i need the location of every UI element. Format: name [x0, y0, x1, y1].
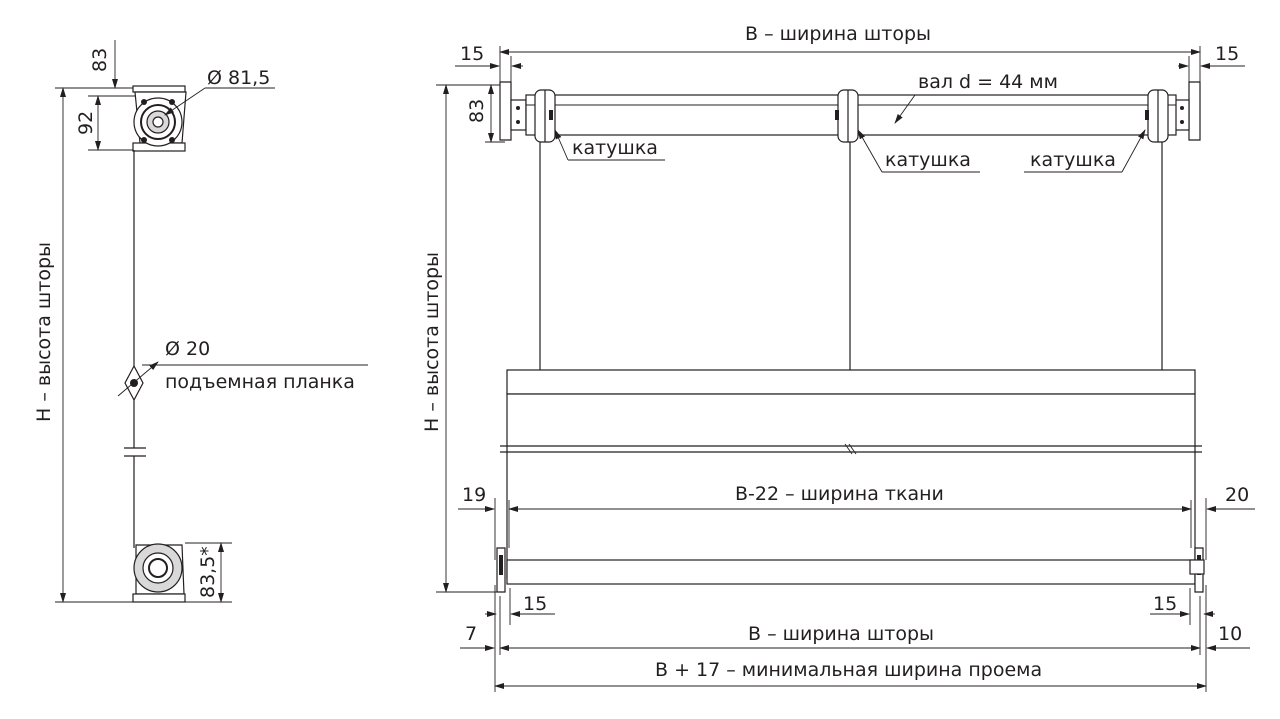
front-dim-20: 20: [1225, 484, 1249, 506]
side-dim-83-5: 83,5*: [197, 546, 219, 598]
right-top-bracket: [1188, 81, 1201, 141]
front-dim-19: 19: [462, 484, 486, 506]
reel-right: [1145, 89, 1169, 143]
fabric-panel: [506, 393, 1196, 579]
front-shaft-label: вал d = 44 мм: [918, 71, 1058, 93]
side-height-label: H – высота шторы: [33, 242, 55, 422]
top-mount-plate: [132, 85, 186, 93]
front-reel-label-3: катушка: [1030, 149, 1116, 171]
reel-center: [835, 89, 859, 143]
side-dim-92: 92: [75, 111, 97, 135]
front-dim-15-right-top: 15: [1215, 43, 1239, 65]
side-dim-diameter-20: Ø 20: [165, 338, 210, 360]
front-reel-label-2: катушка: [885, 149, 971, 171]
reel-left: [534, 89, 556, 143]
bottom-bar: [506, 559, 1196, 585]
front-dim-83: 83: [466, 99, 488, 123]
front-lifting-bar: [506, 369, 1196, 395]
front-dim-15-left-bottom: 15: [523, 593, 547, 615]
front-fabric-width-label: B-22 – ширина ткани: [735, 483, 944, 505]
front-min-opening-label: B + 17 – минимальная ширина проема: [655, 659, 1042, 681]
side-view: H – высота шторы 83 92 Ø 81,5: [33, 40, 368, 603]
front-dim-7: 7: [465, 623, 477, 645]
front-view: B – ширина шторы 15 15 83 H – высота што…: [421, 23, 1255, 692]
side-dim-83: 83: [89, 48, 111, 72]
side-lifting-bar-label: подъемная планка: [165, 371, 355, 393]
side-dim-diameter-81-5: Ø 81,5: [207, 67, 270, 89]
front-dim-10: 10: [1218, 623, 1242, 645]
front-bottom-width-label: B – ширина шторы: [748, 623, 934, 645]
front-reel-label-1: катушка: [572, 137, 658, 159]
left-top-bracket: [499, 81, 512, 141]
front-dim-15-left-top: 15: [460, 43, 484, 65]
front-dim-15-right-bottom: 15: [1153, 593, 1177, 615]
front-height-label: H – высота шторы: [421, 252, 443, 432]
front-top-width-label: B – ширина шторы: [745, 23, 931, 45]
